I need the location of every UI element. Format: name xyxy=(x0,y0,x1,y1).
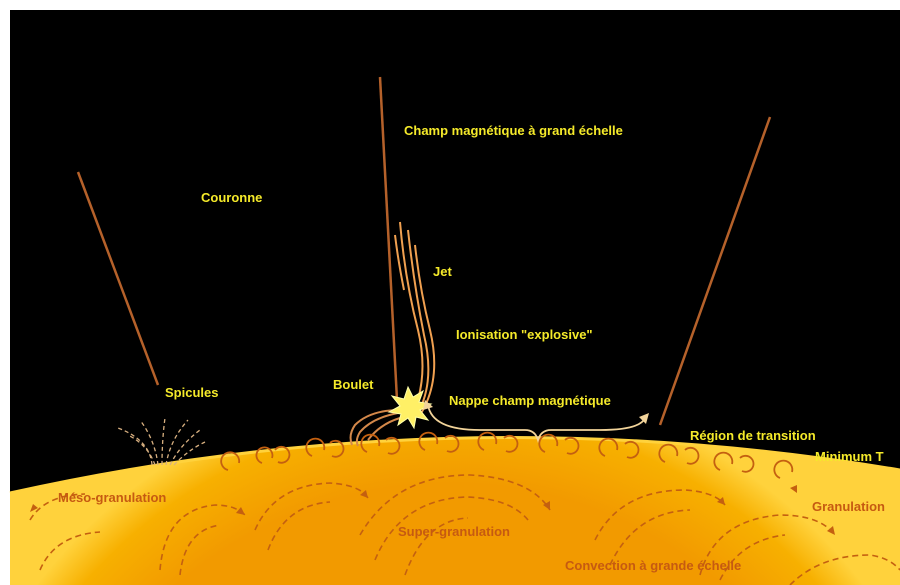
label-super-granulation: Super-granulation xyxy=(398,524,510,539)
label-ionisation: Ionisation "explosive" xyxy=(456,327,593,342)
label-region-transition: Région de transition xyxy=(690,428,816,443)
label-champ-magnetique: Champ magnétique à grand échelle xyxy=(404,123,623,138)
label-convection: Convection à grande échelle xyxy=(565,558,741,573)
label-boulet: Boulet xyxy=(333,377,374,392)
label-minimum-t: Minimum T xyxy=(815,449,884,464)
label-nappe: Nappe champ magnétique xyxy=(449,393,611,408)
label-meso-granulation: Méso-granulation xyxy=(58,490,166,505)
label-spicules: Spicules xyxy=(165,385,218,400)
label-granulation: Granulation xyxy=(812,499,885,514)
label-jet: Jet xyxy=(433,264,452,279)
label-couronne: Couronne xyxy=(201,190,262,205)
